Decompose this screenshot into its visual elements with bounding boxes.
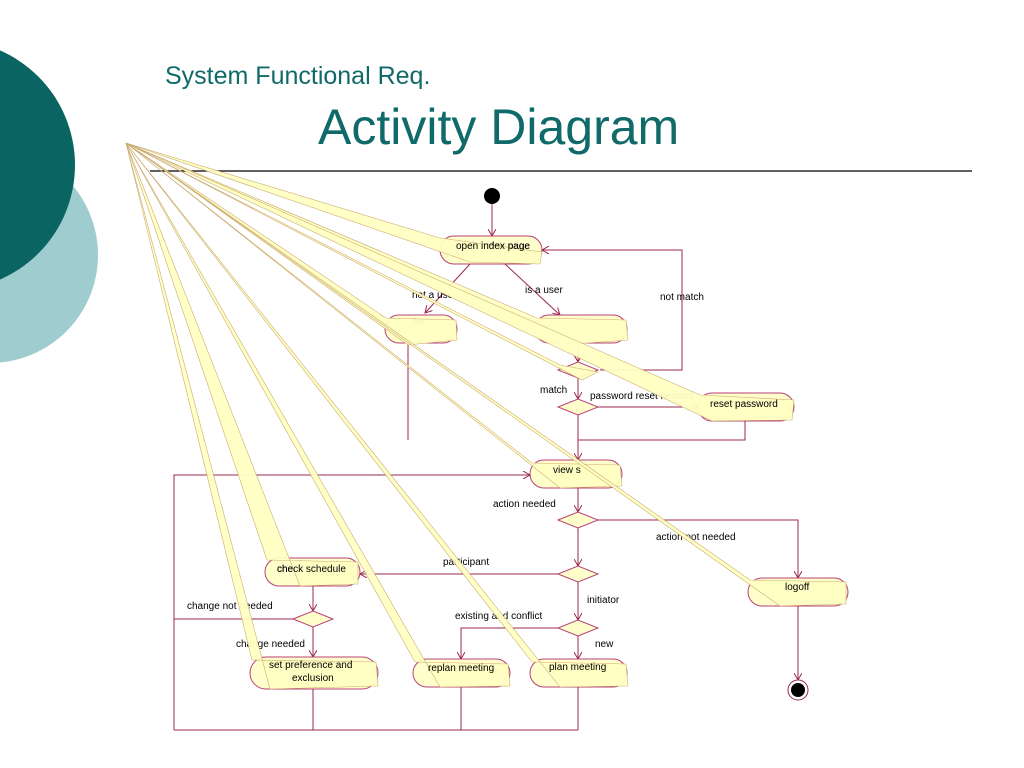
flow-not-match [542,250,683,371]
activity-replan-meeting-label-top: replan meeting [428,663,494,674]
activity-view-label-top: view s [553,465,581,476]
guard-not-match: not match [660,292,704,303]
activity-open-index-label-top: open index page [456,241,530,252]
flow-is-a-user [504,263,560,315]
callout-view [125,142,623,489]
activity-logoff-label-top: logoff [785,582,810,593]
guard-change-needed: change needed [236,639,305,650]
guard-is-a-user: is a user [525,285,563,296]
guard-password-reset-needed: password reset needed [590,391,694,402]
callout-plan-meeting [125,142,629,688]
activity-check-schedule-label-top: check schedule [277,564,346,575]
callout-set-preference [125,142,379,690]
guard-action-not-needed: action not needed [656,532,736,543]
activity-reset-password-label-top: reset password [710,399,778,410]
guard-match: match [540,385,567,396]
callout-replan-meeting [125,142,511,688]
guard-action-needed: action needed [493,499,556,510]
flow-loop-back [173,475,530,730]
callout-register [125,142,458,346]
flow-existing-and-conflict [461,627,558,659]
callout-reset-password [125,142,795,422]
decision-action [556,511,600,529]
slide-title: Activity Diagram [318,99,680,155]
end-node [791,683,805,697]
guard-participant: participant [443,557,489,568]
callout-decision-match [125,142,599,381]
guard-change-not-needed: change not needed [187,601,273,612]
callout-check-schedule [125,142,359,587]
decision-role [556,565,600,583]
slide-subtitle: System Functional Req. [165,62,431,90]
start-node [484,188,500,204]
guard-not-a-user: not a use [412,290,454,301]
decision-change [291,610,335,628]
activity-set-preference-label-2-top: exclusion [292,673,334,684]
activity-set-preference-label-1-top: set preference and [269,660,352,671]
callout-overlay [125,142,847,690]
callout-logoff [125,142,847,607]
guard-new: new [595,639,614,650]
flow-reset-return [578,421,746,441]
activity-plan-meeting-label-top: plan meeting [549,662,606,673]
dark-teal-circle [0,50,75,280]
callout-open-index [125,142,543,265]
flow-action-not-needed [598,519,798,578]
decision-meeting-type [556,619,600,637]
guard-initiator: initiator [587,595,620,606]
